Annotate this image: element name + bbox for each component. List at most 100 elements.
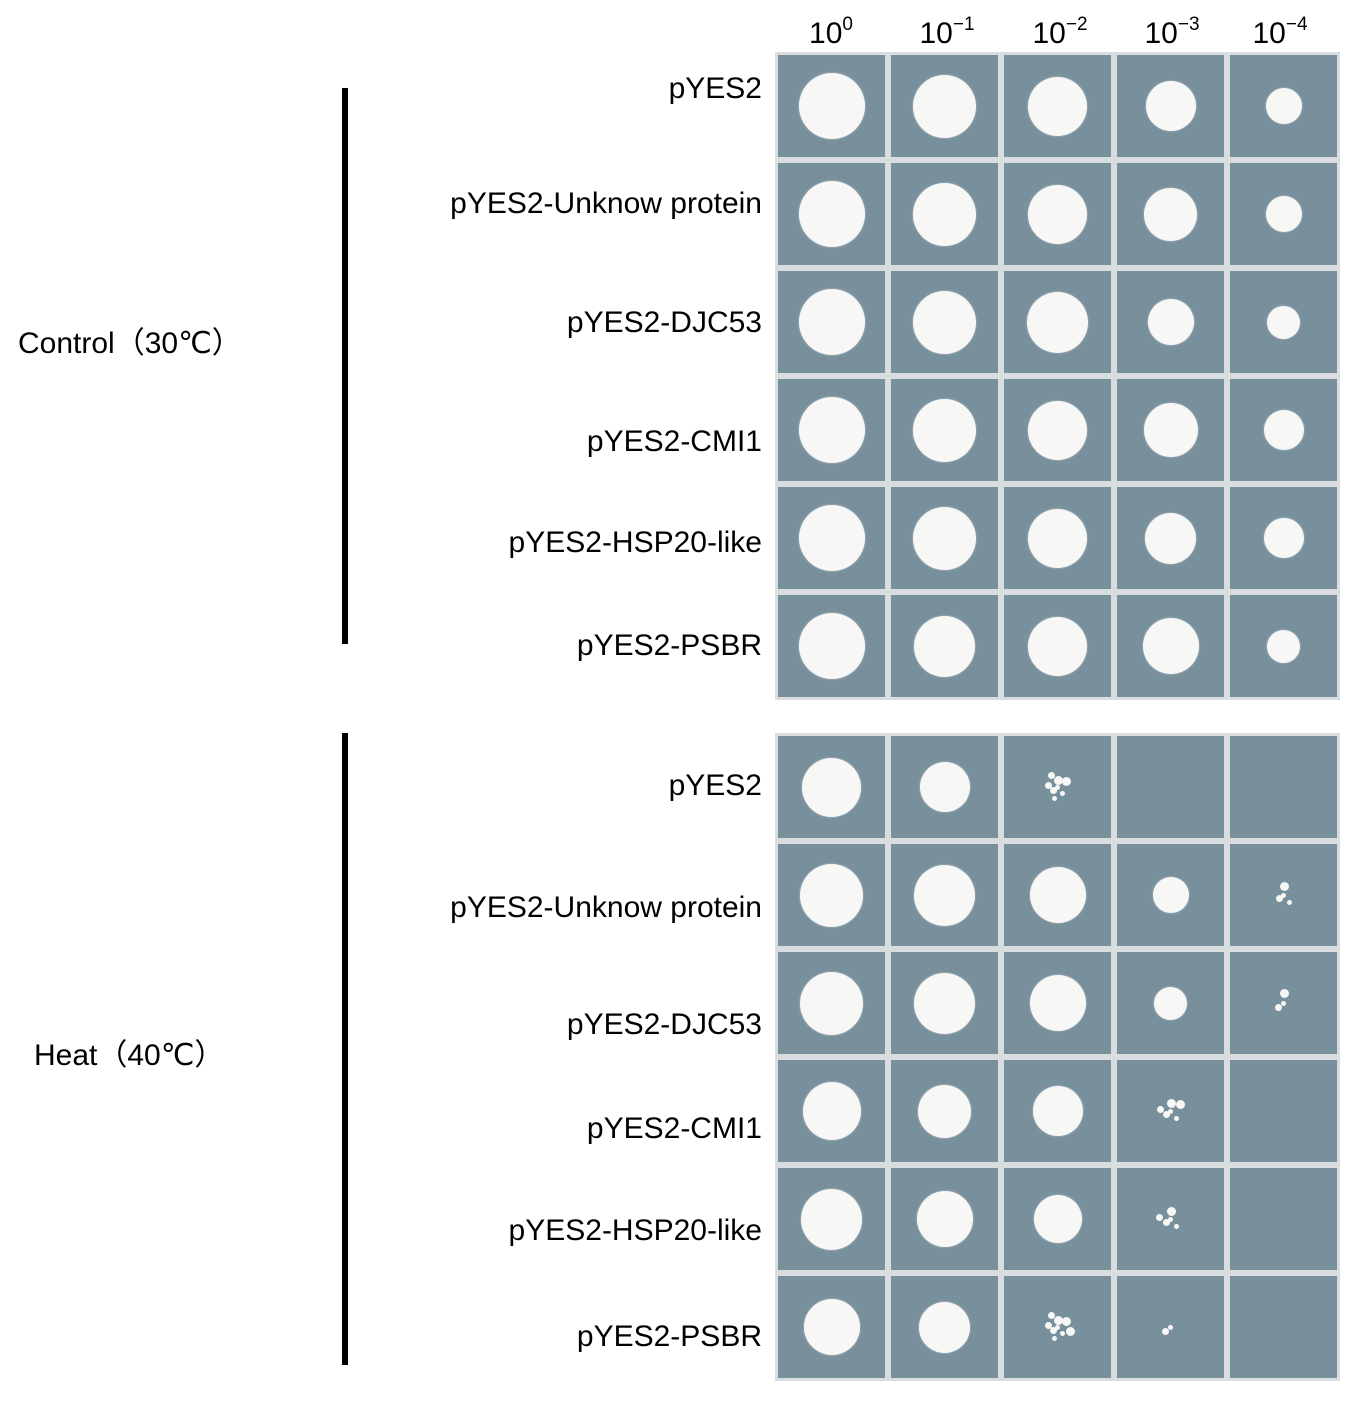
condition-bracket-heat <box>342 733 348 1365</box>
yeast-microcolony <box>1168 1108 1173 1114</box>
dilution-label-3: 10−3 <box>1144 14 1200 50</box>
yeast-microcolony <box>1275 895 1283 903</box>
yeast-microcolony <box>1163 1111 1171 1119</box>
yeast-colony <box>1263 410 1304 450</box>
plate-well <box>1004 1276 1111 1378</box>
yeast-microcolony <box>1156 1213 1164 1221</box>
yeast-microcolony <box>1062 776 1072 786</box>
condition-bracket-control <box>342 88 348 644</box>
yeast-microcolony <box>1050 1326 1058 1334</box>
yeast-colony <box>1152 877 1189 913</box>
plate-well <box>1004 271 1111 373</box>
yeast-colony <box>1147 299 1194 345</box>
plate-well <box>1117 952 1224 1054</box>
plate-well <box>1004 379 1111 481</box>
plate-well <box>778 1168 885 1270</box>
yeast-colony <box>1028 76 1087 136</box>
yeast-microcolony <box>1281 1000 1286 1006</box>
yeast-microcolony <box>1048 1312 1056 1320</box>
plate-well <box>1230 271 1337 373</box>
yeast-colony <box>800 863 863 927</box>
plate-well <box>778 487 885 589</box>
yeast-colony <box>914 972 975 1034</box>
yeast-colony <box>919 1301 970 1353</box>
strain-label: pYES2-CMI1 <box>586 425 762 458</box>
strain-label: pYES2-PSBR <box>576 1320 762 1353</box>
yeast-colony <box>801 1188 862 1250</box>
yeast-microcolony <box>1062 1316 1072 1326</box>
strain-label: pYES2 <box>668 72 762 105</box>
yeast-microcolony <box>1044 1321 1052 1329</box>
plate-well <box>891 1276 998 1378</box>
yeast-colony <box>913 398 976 462</box>
yeast-microcolony <box>1055 784 1060 790</box>
strain-label: pYES2-DJC53 <box>566 306 762 339</box>
plate-well <box>778 736 885 838</box>
plate-well <box>891 271 998 373</box>
yeast-colony <box>1154 986 1187 1020</box>
plate-well <box>1117 271 1224 373</box>
yeast-colony <box>803 1299 860 1355</box>
plate-well <box>778 271 885 373</box>
yeast-colony <box>1028 400 1087 460</box>
yeast-colony <box>798 289 865 355</box>
plate-well <box>1230 595 1337 697</box>
plate-heat <box>775 733 1340 1381</box>
yeast-microcolony <box>1173 1223 1179 1229</box>
plate-well <box>1004 844 1111 946</box>
yeast-microcolony <box>1156 1105 1164 1113</box>
plate-well <box>778 1276 885 1378</box>
plate-well <box>1117 1276 1224 1378</box>
yeast-microcolony <box>1166 1206 1176 1216</box>
yeast-microcolony <box>1044 781 1052 789</box>
plate-well <box>1117 736 1224 838</box>
yeast-microcolony <box>1168 1216 1173 1222</box>
yeast-colony <box>1029 975 1086 1031</box>
yeast-microcolony <box>1175 1100 1185 1110</box>
yeast-microcolony <box>1050 786 1058 794</box>
yeast-colony <box>1265 88 1302 124</box>
plate-well <box>778 844 885 946</box>
plate-well <box>1004 487 1111 589</box>
yeast-colony <box>1144 187 1197 241</box>
yeast-colony <box>1032 1086 1083 1136</box>
plate-well <box>1004 1060 1111 1162</box>
yeast-colony <box>1267 629 1300 663</box>
plate-well <box>1004 1168 1111 1270</box>
strain-label: pYES2-DJC53 <box>566 1008 762 1041</box>
yeast-microcolony <box>1279 989 1289 999</box>
yeast-colony <box>918 1084 971 1138</box>
plate-well <box>1117 487 1224 589</box>
yeast-colony <box>798 613 865 679</box>
plate-well <box>1117 1060 1224 1162</box>
plate-well <box>1004 952 1111 1054</box>
yeast-microcolony <box>1053 1315 1063 1325</box>
yeast-colony <box>798 73 865 139</box>
yeast-microcolony <box>1055 1324 1060 1330</box>
plate-well <box>891 595 998 697</box>
yeast-colony <box>1028 184 1087 244</box>
strain-label: pYES2-HSP20-like <box>508 526 762 559</box>
plate-well <box>891 1060 998 1162</box>
yeast-colony <box>800 971 863 1035</box>
yeast-colony <box>914 864 975 926</box>
yeast-colony <box>1033 1195 1082 1243</box>
yeast-microcolony <box>1281 892 1286 898</box>
yeast-colony <box>919 762 970 812</box>
plate-well <box>778 952 885 1054</box>
plate-well <box>891 1168 998 1270</box>
plate-well <box>1117 379 1224 481</box>
plate-well <box>1230 1060 1337 1162</box>
yeast-microcolony <box>1168 1324 1173 1330</box>
plate-well <box>891 952 998 1054</box>
plate-well <box>1117 55 1224 157</box>
yeast-microcolony <box>1279 882 1289 892</box>
yeast-colony <box>798 397 865 463</box>
plate-well <box>1230 952 1337 1054</box>
yeast-colony <box>1145 81 1196 131</box>
yeast-colony <box>802 757 861 817</box>
yeast-colony <box>913 182 976 246</box>
yeast-microcolony <box>1048 772 1056 780</box>
yeast-colony <box>798 181 865 247</box>
plate-well <box>1230 55 1337 157</box>
